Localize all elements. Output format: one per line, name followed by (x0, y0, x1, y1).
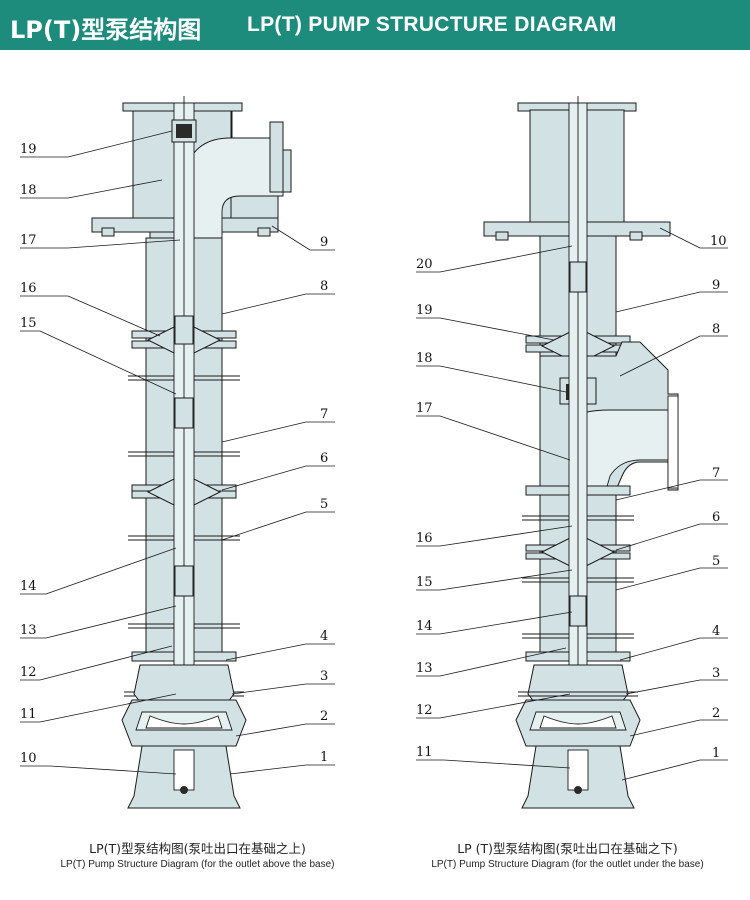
left-label-8: 8 (320, 279, 328, 294)
left-label-9: 9 (320, 235, 328, 250)
right-pump-drawing (483, 96, 679, 809)
right-caption-english: LP(T) Pump Structure Diagram (for the ou… (431, 859, 704, 870)
title-english: LP(T) PUMP STRUCTURE DIAGRAM (247, 13, 617, 36)
left-label-4: 4 (320, 629, 328, 644)
right-label-5: 5 (712, 554, 720, 569)
right-leader-lines (416, 227, 728, 781)
left-label-11: 11 (20, 707, 37, 722)
left-pump-drawing (91, 96, 292, 809)
right-diagram-caption: LP (T)型泵结构图(泵吐出口在基础之下) LP(T) Pump Struct… (395, 838, 740, 870)
right-label-20: 20 (416, 257, 433, 272)
right-caption-chinese: LP (T)型泵结构图(泵吐出口在基础之下) (457, 841, 678, 856)
left-caption-chinese: LP(T)型泵结构图(泵吐出口在基础之上) (89, 841, 306, 856)
right-label-6: 6 (712, 510, 720, 525)
pump-structure-diagrams: .bd { fill: #d2e2e4; stroke: #1a1a1a; st… (20, 96, 728, 809)
left-label-7: 7 (320, 407, 328, 422)
right-label-4: 4 (712, 624, 720, 639)
left-diagram-caption: LP(T)型泵结构图(泵吐出口在基础之上) LP(T) Pump Structu… (10, 838, 385, 870)
left-label-3: 3 (320, 669, 328, 684)
left-part-labels: 19 18 17 9 16 8 15 7 6 5 14 13 4 12 3 11… (20, 142, 328, 766)
right-label-10: 10 (710, 234, 727, 249)
right-label-16: 16 (416, 531, 433, 546)
right-label-13: 13 (416, 661, 433, 676)
left-label-10: 10 (20, 751, 37, 766)
left-label-18: 18 (20, 183, 37, 198)
left-label-12: 12 (20, 665, 37, 680)
right-label-18: 18 (416, 351, 433, 366)
left-label-13: 13 (20, 623, 37, 638)
left-label-1: 1 (320, 750, 328, 765)
left-label-17: 17 (20, 233, 37, 248)
right-label-3: 3 (712, 666, 720, 681)
left-label-2: 2 (320, 709, 328, 724)
title-banner: LP(T)型泵结构图 LP(T) PUMP STRUCTURE DIAGRAM (0, 0, 750, 50)
right-label-19: 19 (416, 303, 433, 318)
left-leader-lines (20, 130, 335, 775)
right-label-7: 7 (712, 466, 720, 481)
left-label-5: 5 (320, 497, 328, 512)
left-label-15: 15 (20, 316, 37, 331)
left-label-14: 14 (20, 579, 37, 594)
right-label-15: 15 (416, 575, 433, 590)
right-label-2: 2 (712, 706, 720, 721)
title-chinese: LP(T)型泵结构图 (10, 16, 202, 44)
right-part-labels: 10 20 9 19 8 18 17 7 6 16 5 15 14 4 13 3… (416, 234, 727, 761)
right-label-9: 9 (712, 278, 720, 293)
left-label-6: 6 (320, 451, 328, 466)
right-label-17: 17 (416, 401, 433, 416)
left-label-16: 16 (20, 281, 37, 296)
left-caption-english: LP(T) Pump Structure Diagram (for the ou… (60, 859, 335, 870)
right-label-1: 1 (712, 746, 720, 761)
right-label-12: 12 (416, 703, 433, 718)
right-label-11: 11 (416, 745, 433, 760)
right-label-8: 8 (712, 322, 720, 337)
right-label-14: 14 (416, 619, 433, 634)
left-label-19: 19 (20, 142, 37, 157)
